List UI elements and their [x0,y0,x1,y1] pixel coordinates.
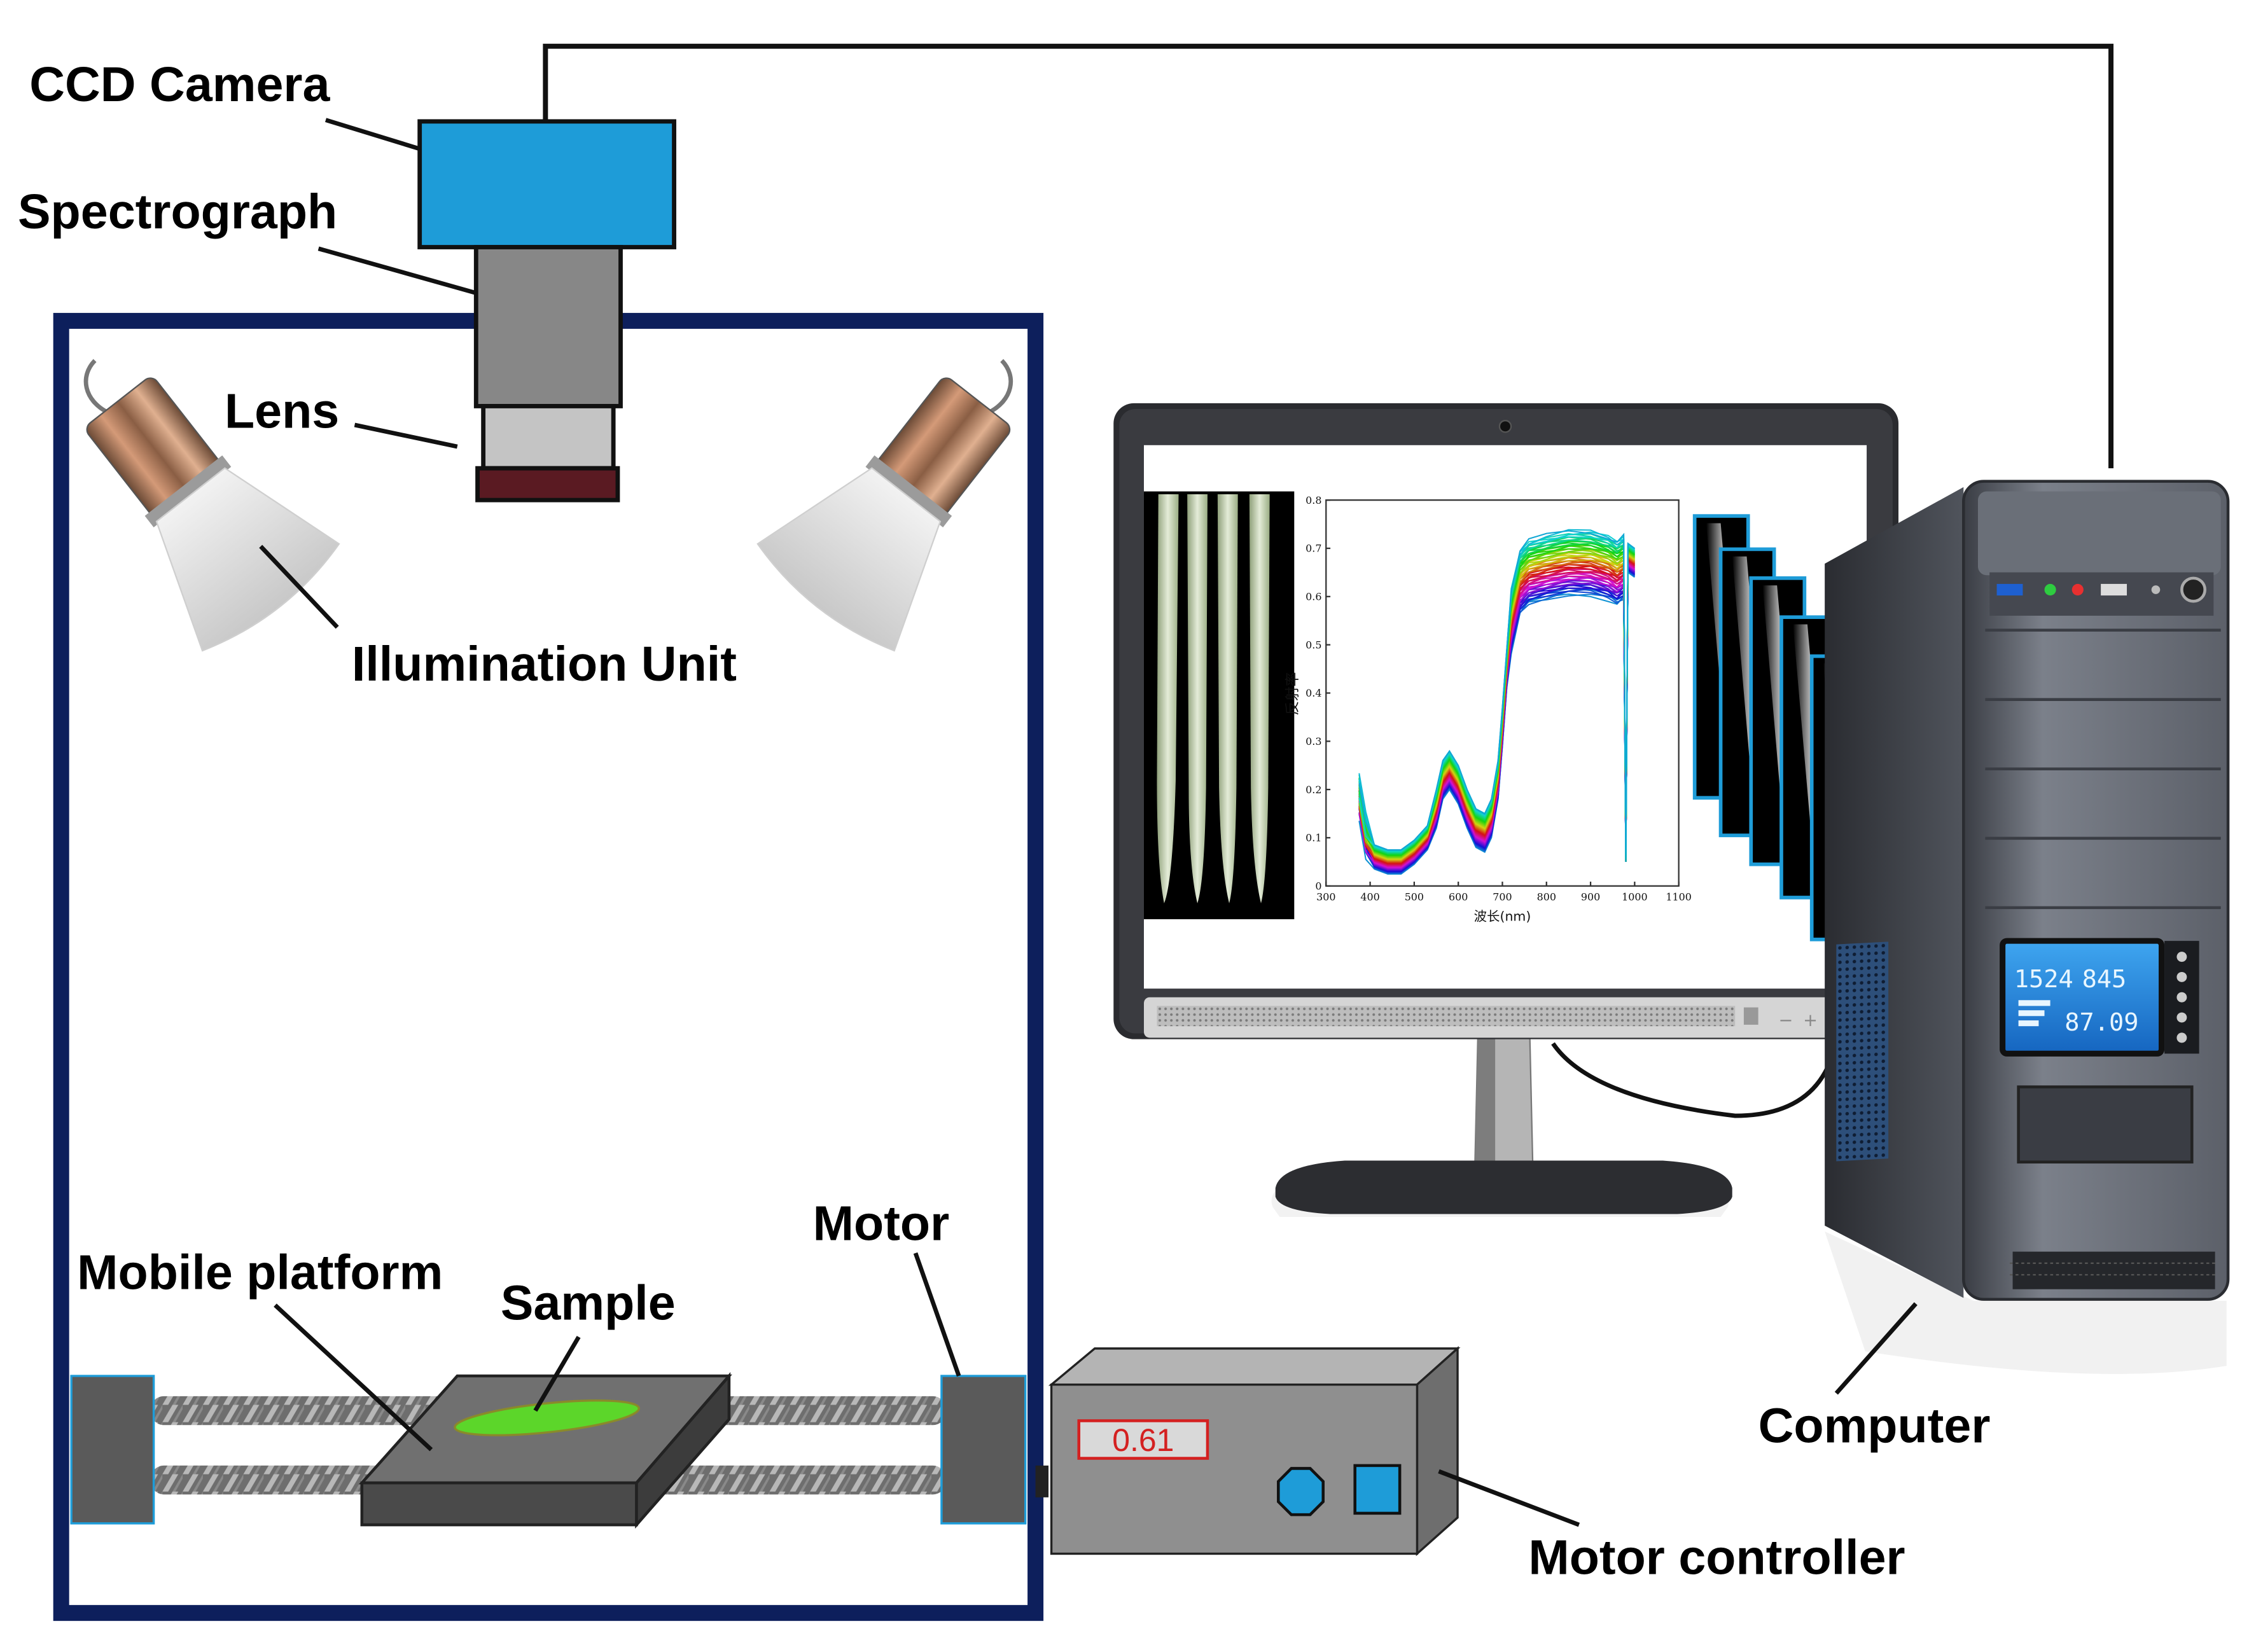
x-tick-label: 300 [1316,891,1335,903]
leader-lens [354,422,458,449]
leader-motor [913,1252,961,1377]
chart-xlabel: 波长(nm) [1474,908,1531,924]
pc-lcd-button-2[interactable] [2176,971,2187,982]
pc-lcd-line2: 87.09 [2065,1008,2138,1037]
y-tick-label: 0.5 [1306,639,1321,651]
x-tick-label: 700 [1493,891,1512,903]
leader-illumination-unit [259,545,339,629]
mic-jack-icon[interactable] [2071,583,2084,596]
leader-mobile-platform [274,1303,433,1452]
pc-lcd-button-5[interactable] [2176,1032,2187,1043]
ccd-camera [417,119,676,249]
label-illumination-unit: Illumination Unit [352,637,737,691]
y-tick-label: 0.2 [1306,784,1321,796]
mobile-platform [358,1371,732,1529]
monitor-minus-icon[interactable]: − [1778,1011,1793,1031]
y-tick-label: 0.1 [1306,832,1321,844]
x-tick-label: 1100 [1666,891,1691,903]
y-tick-label: 0.4 [1306,687,1321,699]
label-motor-controller: Motor controller [1528,1530,1905,1585]
webcam-icon [1498,420,1512,433]
pc-lcd-line1b: 845 [2082,965,2127,994]
label-ccd-camera: CCD Camera [29,57,330,112]
motor-controller-connector [1035,1465,1049,1497]
power-button-icon[interactable] [2180,576,2206,603]
chart-ylabel: 反射率 [1285,672,1301,716]
x-tick-label: 900 [1581,891,1600,903]
x-tick-label: 800 [1537,891,1556,903]
lens-ring [475,466,620,503]
leader-sample [533,1335,581,1412]
controller-round-button[interactable] [1277,1467,1325,1517]
pc-lcd-panel [2000,938,2165,1057]
camera-to-computer-cable [543,43,2113,469]
y-tick-label: 0.6 [1306,590,1321,602]
lens [481,404,616,471]
chart-curves [1358,529,1635,875]
monitor-to-computer-cable [1551,1042,1836,1118]
usb-port-icon-2[interactable] [2101,583,2127,596]
illumination-lamp-right [756,359,1013,652]
label-spectrograph: Spectrograph [18,184,337,239]
pc-lcd-button-3[interactable] [2176,992,2187,1003]
controller-square-button[interactable] [1353,1464,1402,1515]
leader-computer [1834,1302,1918,1395]
monitor-speaker-grille [1157,1006,1736,1027]
pc-lcd-button-4[interactable] [2176,1012,2187,1023]
pc-lcd-button-1[interactable] [2176,952,2187,962]
reflectance-curve [1358,530,1635,862]
reset-button-icon[interactable] [2151,585,2161,594]
monitor-plus-icon[interactable]: + [1803,1011,1818,1031]
monitor: − + 300 400 500 600 700 800 900 1000 1100 0 0.1 0.2… [1113,403,1899,1218]
motor-controller-box: 0.61 [1048,1346,1461,1557]
leader-motor-controller [1438,1469,1580,1527]
drive-bay [2017,1085,2194,1164]
y-tick-label: 0.3 [1306,735,1321,747]
spectrograph [473,245,623,408]
audio-jack-icon[interactable] [2044,583,2056,596]
pc-lcd-line1: 1524 [2014,965,2073,994]
computer-tower: 1524 845 87.09 [1825,480,2230,1374]
x-tick-label: 400 [1360,891,1379,903]
motor-block [940,1375,1027,1525]
x-tick-label: 600 [1449,891,1468,903]
label-motor: Motor [813,1196,950,1251]
y-tick-label: 0.7 [1306,543,1321,555]
controller-display-value: 0.61 [1112,1422,1174,1458]
label-computer: Computer [1758,1399,1991,1454]
usb-port-icon[interactable] [1996,583,2023,596]
illumination-lamp-left [83,359,340,652]
label-mobile-platform: Mobile platform [77,1246,443,1300]
label-lens: Lens [225,384,339,439]
chart-ticks: 300 400 500 600 700 800 900 1000 1100 0 0.1 0.2 0.3 0… [1306,494,1692,903]
x-tick-label: 500 [1405,891,1424,903]
y-tick-label: 0.8 [1306,494,1321,506]
x-tick-label: 1000 [1622,891,1647,903]
sample-leaf [454,1399,640,1436]
spectral-chart: 300 400 500 600 700 800 900 1000 1100 0 0.1 0.2 0.3 0… [1285,494,1692,924]
leader-spectrograph [317,246,478,296]
rail-end-block-left [70,1375,155,1525]
leader-ccd-camera [324,118,421,151]
y-tick-label: 0 [1315,880,1321,892]
camera-assembly [417,119,676,503]
controller-display [1077,1419,1209,1460]
label-sample: Sample [501,1275,676,1330]
